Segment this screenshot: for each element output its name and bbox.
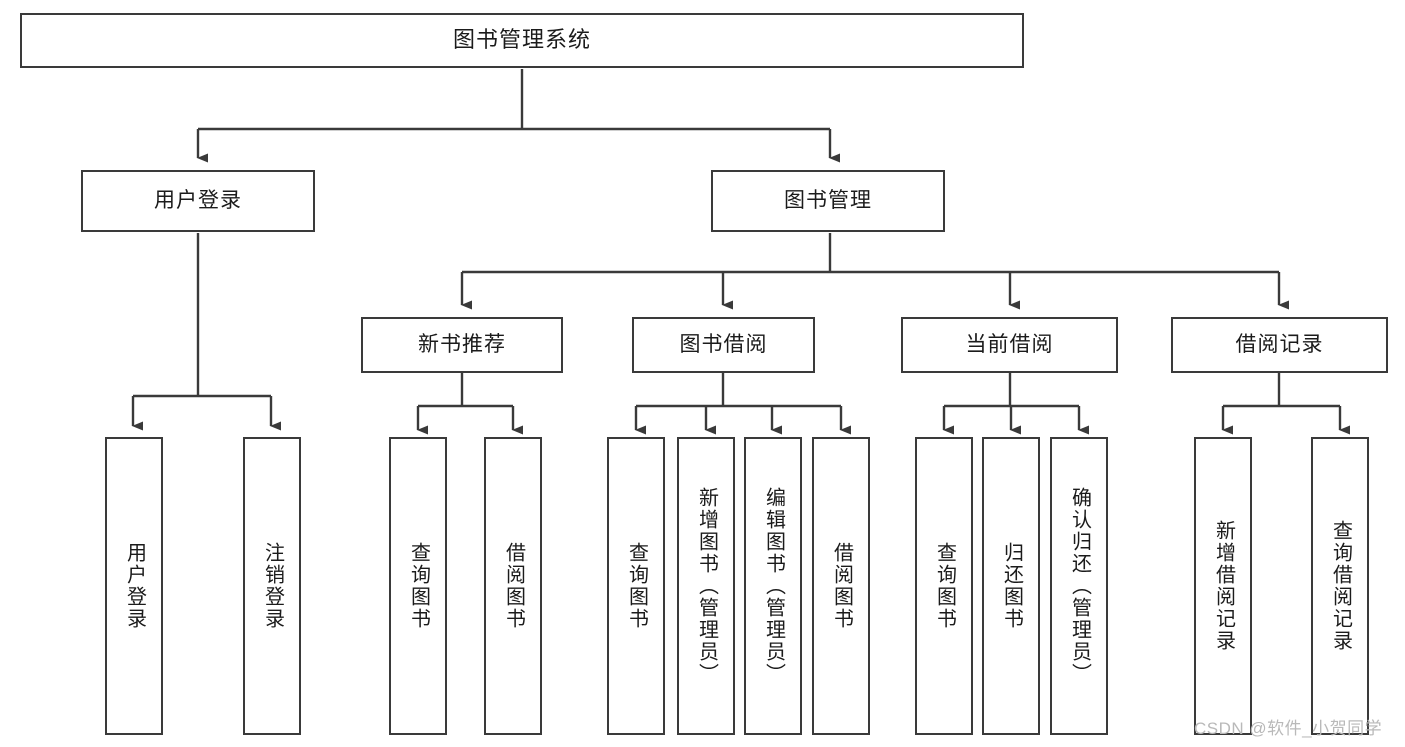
node-leaf-user-login-label: 用户登录 — [123, 542, 146, 630]
node-leaf-return-book[interactable]: 归还图书 — [982, 437, 1040, 735]
node-borrow-record-label: 借阅记录 — [1235, 333, 1324, 357]
node-book-manage-label: 图书管理 — [784, 189, 872, 213]
node-leaf-borrow-book-2-label: 借阅图书 — [830, 542, 853, 630]
node-user-login-label: 用户登录 — [154, 189, 242, 213]
node-borrow-record[interactable]: 借阅记录 — [1171, 317, 1388, 373]
node-leaf-query-record-label: 查询借阅记录 — [1329, 520, 1352, 652]
node-new-book-recommend[interactable]: 新书推荐 — [361, 317, 563, 373]
node-current-borrow-label: 当前借阅 — [965, 333, 1054, 357]
node-leaf-query-record[interactable]: 查询借阅记录 — [1311, 437, 1369, 735]
node-leaf-query-book-3[interactable]: 查询图书 — [915, 437, 973, 735]
node-leaf-borrow-book-1-label: 借阅图书 — [502, 542, 525, 630]
node-leaf-logout-label: 注销登录 — [261, 542, 284, 630]
node-new-book-recommend-label: 新书推荐 — [418, 333, 506, 357]
node-leaf-return-book-label: 归还图书 — [1000, 542, 1023, 630]
node-leaf-query-book-2[interactable]: 查询图书 — [607, 437, 665, 735]
node-book-manage[interactable]: 图书管理 — [711, 170, 945, 232]
node-leaf-user-login[interactable]: 用户登录 — [105, 437, 163, 735]
node-leaf-query-book-1[interactable]: 查询图书 — [389, 437, 447, 735]
node-leaf-logout[interactable]: 注销登录 — [243, 437, 301, 735]
node-leaf-confirm-return[interactable]: 确认归还（管理员） — [1050, 437, 1108, 735]
node-book-borrow[interactable]: 图书借阅 — [632, 317, 815, 373]
node-leaf-borrow-book-2[interactable]: 借阅图书 — [812, 437, 870, 735]
node-leaf-edit-book[interactable]: 编辑图书（管理员） — [744, 437, 802, 735]
node-user-login[interactable]: 用户登录 — [81, 170, 315, 232]
node-leaf-query-book-2-label: 查询图书 — [625, 542, 648, 630]
node-leaf-edit-book-label: 编辑图书（管理员） — [762, 487, 785, 685]
node-leaf-add-record-label: 新增借阅记录 — [1212, 520, 1235, 652]
node-leaf-query-book-3-label: 查询图书 — [933, 542, 956, 630]
node-root-label: 图书管理系统 — [452, 27, 591, 53]
node-root[interactable]: 图书管理系统 — [20, 13, 1024, 68]
node-leaf-add-book[interactable]: 新增图书（管理员） — [677, 437, 735, 735]
node-leaf-add-book-label: 新增图书（管理员） — [695, 487, 718, 685]
node-book-borrow-label: 图书借阅 — [679, 333, 768, 357]
node-leaf-borrow-book-1[interactable]: 借阅图书 — [484, 437, 542, 735]
node-current-borrow[interactable]: 当前借阅 — [901, 317, 1118, 373]
node-leaf-query-book-1-label: 查询图书 — [407, 542, 430, 630]
node-leaf-add-record[interactable]: 新增借阅记录 — [1194, 437, 1252, 735]
node-leaf-confirm-return-label: 确认归还（管理员） — [1068, 487, 1091, 685]
